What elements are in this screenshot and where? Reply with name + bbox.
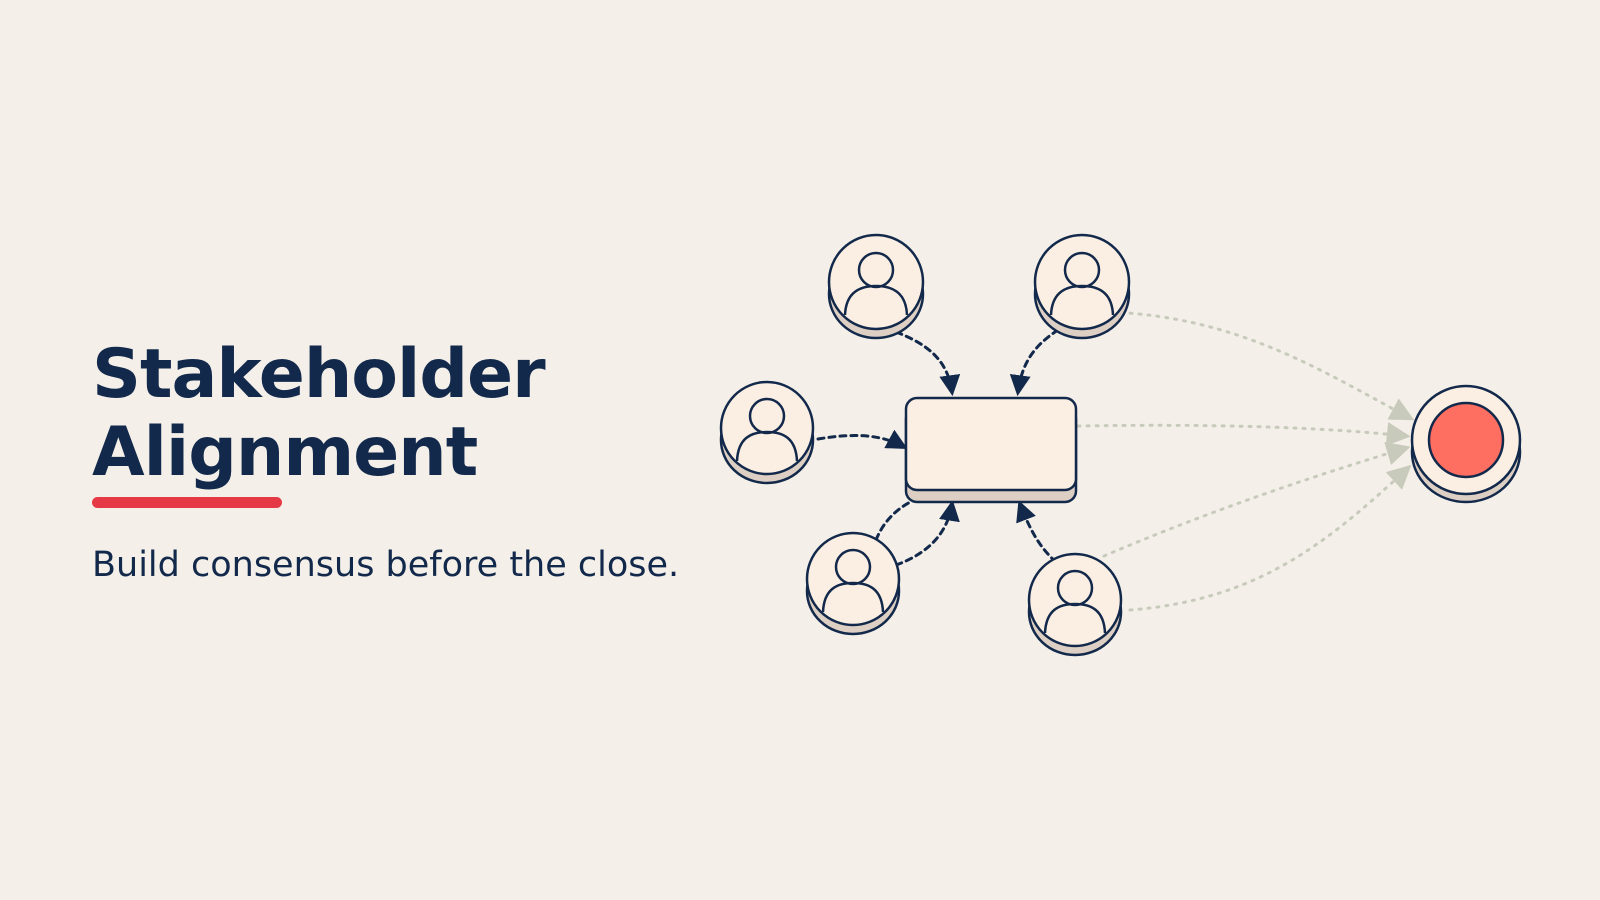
central-box [904,396,1078,504]
stakeholder-top-left [827,233,925,340]
person-icon [1049,251,1115,316]
slide-subtitle: Build consensus before the close. [92,545,680,585]
dark-connectors [816,328,1060,567]
connector-topright-to-box [1009,328,1060,397]
goal-node [1410,384,1522,504]
stakeholder-left [719,380,815,485]
title-line-1: Stakeholder [92,335,546,414]
person-icon [735,397,799,462]
stakeholder-bottom-left [805,531,901,636]
muted-connectors [1076,310,1415,612]
connector-topright-to-goal [1110,310,1415,421]
person-icon [821,548,885,613]
person-icon [1043,569,1107,634]
connector-bottomleft-to-goal [1102,442,1411,558]
connector-bottomright-to-box [1016,500,1058,564]
stakeholder-top-right [1033,233,1131,340]
connector-bottomleft-to-box [894,499,960,567]
connector-bottomright-to-goal [1128,464,1412,612]
connector-box-to-goal [1076,422,1411,446]
connector-left-to-box [816,429,908,450]
title-line-2: Alignment [92,413,478,492]
person-icon [843,251,909,316]
connector-bottomleft-top-to-box [874,498,916,542]
connector-topleft-to-box [894,330,961,397]
target-dot-icon [1427,401,1505,479]
slide-title: Stakeholder Alignment [92,336,692,492]
title-accent-underline [92,497,282,508]
stakeholder-bottom-right [1027,552,1123,657]
